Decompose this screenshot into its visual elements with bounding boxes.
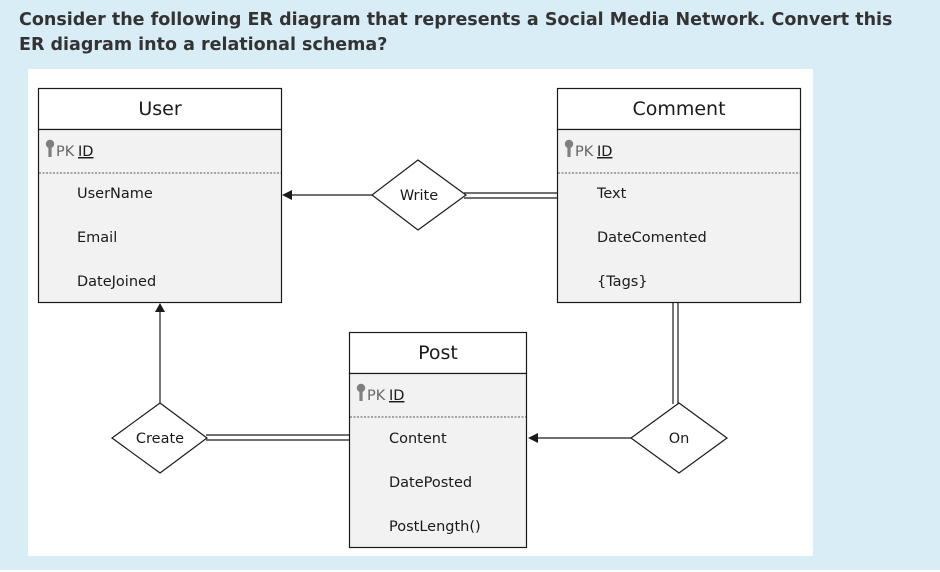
write-user-arrowhead (282, 190, 292, 200)
on-post-arrowhead (528, 433, 538, 443)
er-diagram: User PK ID UserName Email DateJoined Com… (28, 69, 813, 556)
entity-user-header (37, 87, 283, 131)
relationship-write-label: Write (400, 188, 438, 204)
entity-comment-attr-datecomented: DateComented (597, 230, 707, 246)
entity-post-body (348, 372, 528, 549)
relationship-create-diamond (110, 402, 209, 474)
er-diagram-svg: User PK ID UserName Email DateJoined Com… (37, 87, 802, 549)
entity-post: Post PK ID Content DatePosted PostLength… (348, 331, 528, 549)
entity-post-attr-content: Content (389, 431, 447, 447)
entity-comment-pk-tag: PK (575, 144, 594, 160)
entity-comment-title: Comment (632, 98, 725, 120)
relationship-write: Write (371, 159, 468, 231)
entity-post-attr-dateposted: DatePosted (389, 475, 472, 491)
entity-post-pk-field: ID (389, 388, 404, 404)
entity-post-attr-postlength: PostLength() (389, 519, 481, 535)
question-text: Consider the following ER diagram that r… (19, 10, 893, 55)
relationship-write-diamond (371, 159, 468, 231)
entity-user-pk-tag: PK (56, 144, 75, 160)
relationship-on-label: On (669, 431, 690, 447)
entity-post-pk-tag: PK (367, 388, 386, 404)
entity-comment-attr-text: Text (596, 186, 627, 202)
entity-comment: Comment PK ID Text DateComented {Tags} (556, 87, 802, 304)
entity-user-attr-username: UserName (77, 186, 153, 202)
entity-user-attr-datejoined: DateJoined (77, 274, 156, 290)
relationship-on: On (629, 402, 729, 474)
entity-user: User PK ID UserName Email DateJoined (37, 87, 283, 304)
entity-user-pk-field: ID (78, 144, 93, 160)
entity-user-title: User (138, 98, 181, 120)
entity-post-title: Post (418, 342, 458, 364)
entity-user-body (37, 128, 283, 304)
entity-comment-body (556, 128, 802, 304)
entity-user-attr-email: Email (77, 230, 117, 246)
entity-comment-pk-field: ID (597, 144, 612, 160)
entity-comment-header (556, 87, 802, 131)
relationship-create: Create (110, 402, 209, 474)
create-user-arrowhead (155, 303, 165, 312)
relationship-on-diamond (629, 402, 729, 474)
relationship-create-label: Create (136, 431, 184, 447)
arrowheads (155, 190, 538, 443)
entity-post-header (348, 331, 528, 375)
connectors (159, 192, 679, 441)
entity-comment-attr-tags: {Tags} (597, 274, 648, 290)
